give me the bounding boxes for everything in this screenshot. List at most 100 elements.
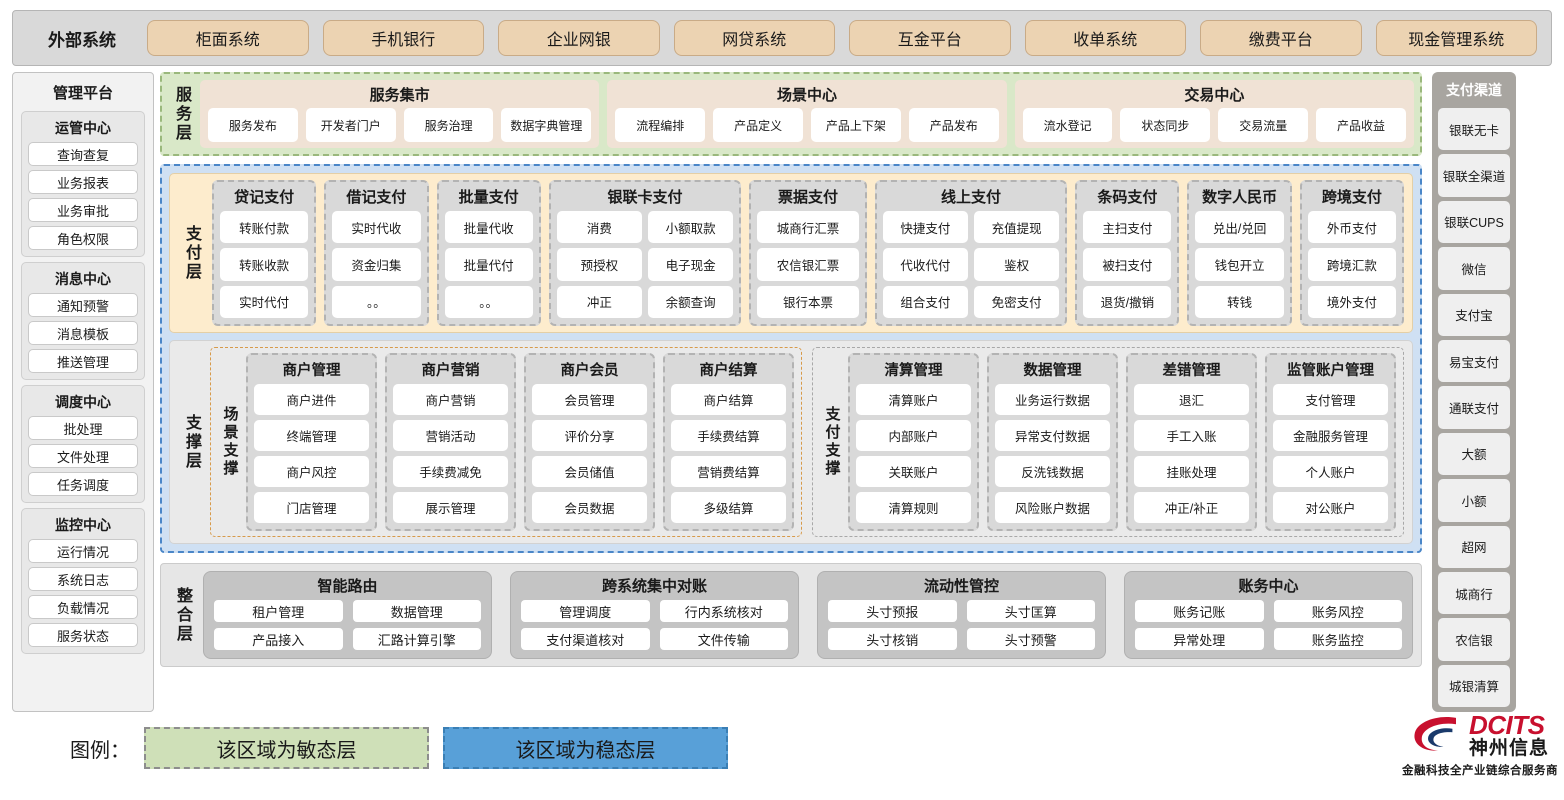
support-item[interactable]: 异常支付数据 [995,420,1110,451]
support-item[interactable]: 营销费结算 [671,456,786,487]
integration-item[interactable]: 汇路计算引擎 [352,628,481,650]
management-item[interactable]: 运行情况 [28,539,138,563]
service-item[interactable]: 服务治理 [403,108,494,142]
payment-item[interactable]: 资金归集 [332,248,421,281]
support-item[interactable]: 风险账户数据 [995,492,1110,523]
support-item[interactable]: 会员储值 [532,456,647,487]
payment-item[interactable]: 快捷支付 [882,211,968,244]
support-item[interactable]: 手续费结算 [671,420,786,451]
payment-item[interactable]: 批量代付 [444,248,533,281]
service-item[interactable]: 交易流量 [1218,108,1309,142]
service-item[interactable]: 产品上下架 [810,108,901,142]
service-item[interactable]: 开发者门户 [305,108,396,142]
support-item[interactable]: 会员管理 [532,384,647,415]
integration-item[interactable]: 文件传输 [659,628,788,650]
support-item[interactable]: 评价分享 [532,420,647,451]
management-item[interactable]: 任务调度 [28,472,138,496]
payment-item[interactable]: 。。 [332,285,421,318]
payment-item[interactable]: 城商行汇票 [757,211,859,244]
payment-item[interactable]: 跨境汇款 [1307,248,1396,281]
support-item[interactable]: 门店管理 [254,492,369,523]
service-item[interactable]: 数据字典管理 [501,108,592,142]
payment-channel-item[interactable]: 大额 [1438,432,1510,476]
payment-item[interactable]: 转钱 [1195,285,1284,318]
payment-item[interactable]: 充值提现 [973,211,1060,244]
payment-channel-item[interactable]: 小额 [1438,479,1510,522]
payment-item[interactable]: 钱包开立 [1195,248,1284,281]
integration-item[interactable]: 租户管理 [214,600,343,622]
management-item[interactable]: 消息模板 [28,321,138,345]
service-item[interactable]: 流程编排 [615,108,706,142]
integration-item[interactable]: 账务记账 [1135,600,1264,622]
external-system-chip[interactable]: 柜面系统 [147,20,309,56]
payment-item[interactable]: 代收代付 [882,248,968,281]
payment-channel-item[interactable]: 超网 [1438,525,1510,568]
payment-item[interactable]: 实时代收 [332,211,421,244]
management-item[interactable]: 系统日志 [28,567,138,591]
support-item[interactable]: 支付管理 [1273,384,1388,415]
payment-channel-item[interactable]: 农信银 [1438,618,1510,661]
support-item[interactable]: 多级结算 [671,492,786,523]
external-system-chip[interactable]: 互金平台 [849,20,1011,56]
management-item[interactable]: 负载情况 [28,595,138,619]
payment-item[interactable]: 。。 [444,285,533,318]
support-item[interactable]: 终端管理 [254,420,369,451]
support-item[interactable]: 金融服务管理 [1273,420,1388,451]
payment-channel-item[interactable]: 支付宝 [1438,293,1510,336]
integration-item[interactable]: 管理调度 [521,600,650,622]
payment-item[interactable]: 小额取款 [648,211,734,244]
external-system-chip[interactable]: 手机银行 [322,20,484,56]
integration-item[interactable]: 头寸预警 [966,628,1095,650]
payment-item[interactable]: 批量代收 [444,211,533,244]
payment-channel-item[interactable]: 银联CUPS [1438,200,1510,244]
support-item[interactable]: 退汇 [1134,384,1249,415]
integration-item[interactable]: 头寸预报 [828,600,957,622]
service-item[interactable]: 产品收益 [1316,108,1406,142]
payment-item[interactable]: 退货/撤销 [1083,285,1172,318]
management-item[interactable]: 服务状态 [28,623,138,647]
payment-item[interactable]: 冲正 [556,285,642,318]
payment-item[interactable]: 境外支付 [1307,285,1396,318]
support-item[interactable]: 手续费减免 [393,456,508,487]
payment-item[interactable]: 被扫支付 [1083,248,1172,281]
integration-item[interactable]: 账务风控 [1273,600,1402,622]
integration-item[interactable]: 产品接入 [214,628,343,650]
management-item[interactable]: 业务报表 [28,170,138,194]
integration-item[interactable]: 账务监控 [1273,628,1402,650]
payment-item[interactable]: 实时代付 [220,285,309,318]
support-item[interactable]: 营销活动 [393,420,508,451]
support-item[interactable]: 清算规则 [856,492,971,523]
management-item[interactable]: 推送管理 [28,349,138,373]
payment-item[interactable]: 消费 [556,211,642,244]
management-item[interactable]: 业务审批 [28,198,138,222]
support-item[interactable]: 反洗钱数据 [995,456,1110,487]
payment-item[interactable]: 农信银汇票 [757,248,859,281]
external-system-chip[interactable]: 网贷系统 [673,20,835,56]
payment-item[interactable]: 预授权 [556,248,642,281]
external-system-chip[interactable]: 收单系统 [1024,20,1186,56]
support-item[interactable]: 会员数据 [532,492,647,523]
integration-item[interactable]: 数据管理 [352,600,481,622]
management-item[interactable]: 查询查复 [28,142,138,166]
payment-channel-item[interactable]: 银联全渠道 [1438,154,1510,197]
integration-item[interactable]: 头寸核销 [828,628,957,650]
support-item[interactable]: 冲正/补正 [1134,492,1249,523]
payment-item[interactable]: 转账收款 [220,248,309,281]
external-system-chip[interactable]: 现金管理系统 [1375,20,1537,56]
payment-channel-item[interactable]: 易宝支付 [1438,339,1510,383]
support-item[interactable]: 手工入账 [1134,420,1249,451]
support-item[interactable]: 商户风控 [254,456,369,487]
support-item[interactable]: 个人账户 [1273,456,1388,487]
payment-channel-item[interactable]: 城商行 [1438,571,1510,615]
payment-channel-item[interactable]: 银联无卡 [1438,108,1510,151]
support-item[interactable]: 业务运行数据 [995,384,1110,415]
management-item[interactable]: 文件处理 [28,444,138,468]
service-item[interactable]: 状态同步 [1120,108,1211,142]
payment-item[interactable]: 主扫支付 [1083,211,1172,244]
support-item[interactable]: 对公账户 [1273,492,1388,523]
payment-channel-item[interactable]: 微信 [1438,247,1510,290]
service-item[interactable]: 服务发布 [208,108,298,142]
payment-item[interactable]: 组合支付 [882,285,968,318]
integration-item[interactable]: 支付渠道核对 [521,628,650,650]
integration-item[interactable]: 异常处理 [1135,628,1264,650]
